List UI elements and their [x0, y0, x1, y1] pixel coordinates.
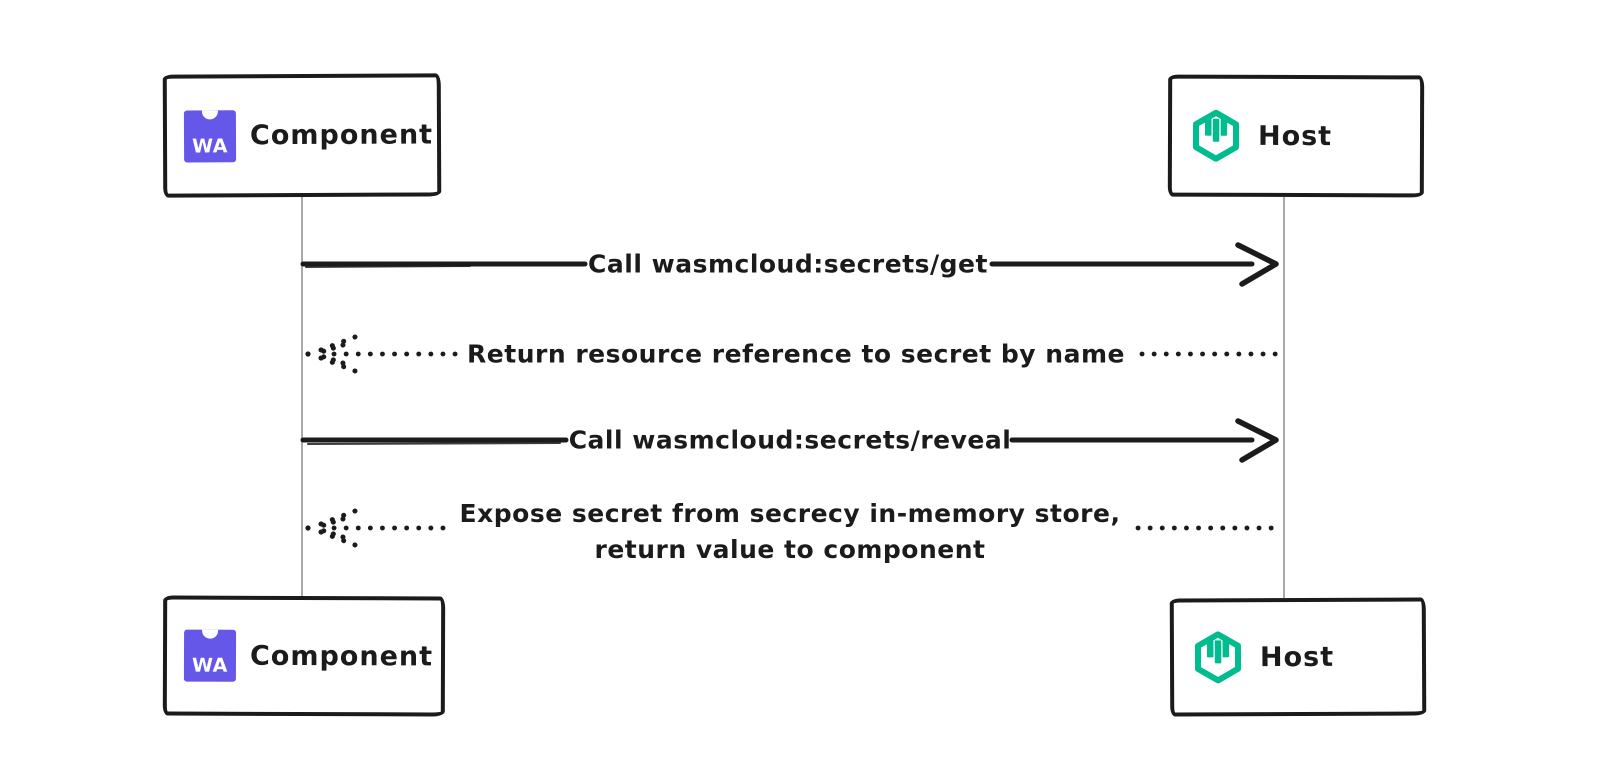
wasm-component-icon: WA [183, 109, 237, 163]
message-label-line2: return value to component [594, 535, 986, 564]
arrowhead-right-icon [1235, 242, 1279, 287]
arrowhead-left-dotted-icon [310, 508, 358, 530]
arrow-return-secret [305, 508, 1281, 548]
actor-label-host: Host [1257, 120, 1333, 152]
actor-label-component: Component [249, 640, 434, 672]
message-label-return-reference: Return resource reference to secret by n… [467, 339, 1125, 369]
wasmcloud-host-icon [1192, 109, 1240, 162]
wasmcloud-host-icon [1194, 631, 1242, 684]
wasm-icon-text: WA [192, 134, 228, 157]
actor-label-component: Component [249, 119, 434, 152]
arrow-return-reference [305, 334, 1281, 374]
wasm-component-icon: WA [183, 629, 237, 682]
actor-box-host-bottom: Host [1169, 597, 1427, 717]
message-label-line1: Expose secret from secrecy in-memory sto… [459, 499, 1121, 528]
arrow-call-get [300, 242, 1279, 287]
actor-box-host-top: Host [1167, 74, 1425, 198]
message-label-call-reveal: Call wasmcloud:secrets/reveal [568, 425, 1012, 455]
wasm-icon-notch [202, 629, 219, 639]
actor-box-component-bottom: WA Component [162, 595, 446, 717]
actor-label-host: Host [1259, 641, 1335, 673]
message-label-return-secret: Expose secret from secrecy in-memory sto… [460, 496, 1121, 568]
actor-box-component-top: WA Component [162, 73, 442, 198]
arrowhead-right-icon [1235, 418, 1279, 463]
message-label-call-get: Call wasmcloud:secrets/get [588, 249, 988, 279]
wasm-icon-notch [201, 109, 218, 119]
arrow-call-reveal [300, 418, 1279, 463]
arrowhead-left-dotted-icon [310, 334, 358, 356]
wasm-icon-text: WA [192, 654, 228, 677]
